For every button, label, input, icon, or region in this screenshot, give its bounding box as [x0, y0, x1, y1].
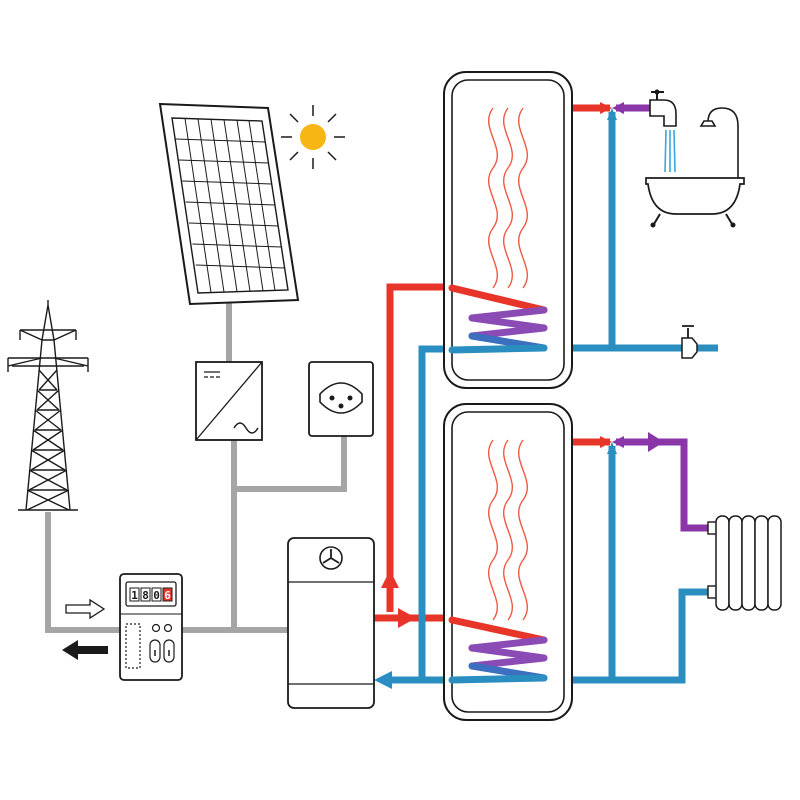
meter-digit-1: 1 [131, 589, 138, 602]
power-socket-icon [308, 361, 374, 437]
mixing-valve-upper [600, 102, 624, 120]
bathtub-icon [645, 177, 745, 228]
solar-panel-icon [158, 102, 300, 306]
wire-socket-bus [234, 436, 347, 492]
inverter-icon [195, 361, 263, 441]
flow-arrow-up [381, 570, 399, 588]
meter-digit-4: 6 [164, 589, 171, 602]
grid-import-arrow [65, 598, 106, 620]
radiator-icon [707, 515, 782, 611]
heating-coil-lower [448, 616, 548, 684]
return-arrow-left [374, 671, 392, 689]
power-pylon-icon [7, 300, 89, 511]
water-stream [664, 129, 676, 173]
meter-digit-3: 0 [153, 589, 160, 602]
mixing-valve-lower [600, 436, 624, 454]
heating-coil-upper [448, 284, 548, 354]
hp-flow-to-upper-coil [386, 283, 452, 612]
upper-coil-return [418, 345, 452, 680]
valve-icon [681, 325, 698, 359]
mixed-to-radiator [616, 438, 716, 532]
shower-head-icon [699, 107, 739, 180]
electricity-meter-icon: 1 8 0 6 [119, 573, 183, 681]
lower-cold-main [568, 588, 716, 684]
heat-pump-icon [287, 537, 375, 709]
water-tap-icon [649, 89, 677, 127]
mixed-water-pipes [616, 104, 716, 532]
cold-water-pipes [385, 112, 718, 684]
sun-icon [281, 105, 345, 169]
flow-arrow-right [398, 608, 416, 628]
water-tank-lower [443, 403, 573, 721]
wire-pylon-meter [45, 512, 120, 633]
water-tank-upper [443, 71, 573, 389]
mixed-flow-arrow [648, 432, 664, 452]
heat-waves-lower [487, 439, 529, 621]
electrical-wires [45, 300, 347, 633]
heat-waves-upper [487, 107, 529, 289]
meter-digit-2: 8 [142, 589, 149, 602]
grid-export-arrow [62, 640, 108, 660]
